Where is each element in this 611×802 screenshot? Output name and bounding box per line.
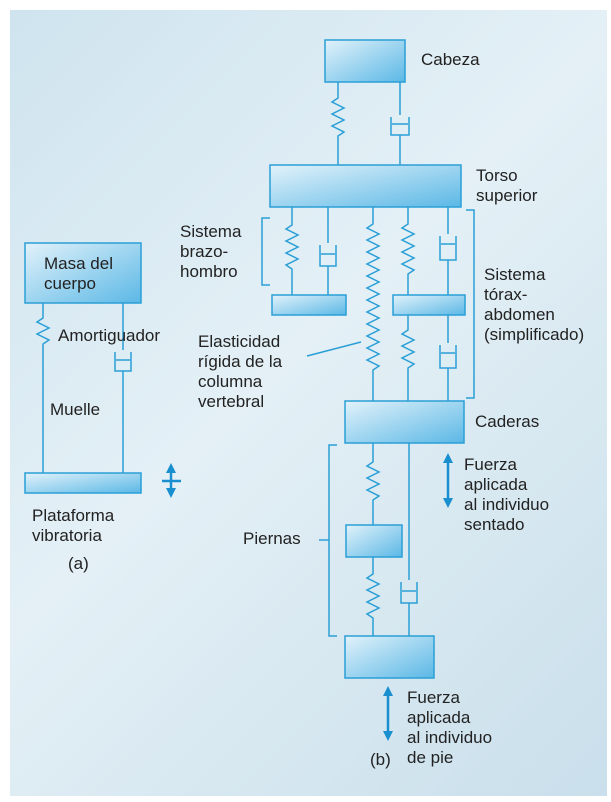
vibrating-platform — [24, 472, 142, 494]
arm-shoulder-bracket — [261, 217, 270, 286]
neck-spring — [330, 82, 346, 165]
body-mass-label: Masa del cuerpo — [44, 254, 113, 293]
vibration-arrow-a — [162, 463, 181, 498]
figure-a-label: (a) — [68, 554, 89, 573]
thorax-damper-upper — [439, 207, 457, 295]
hips-label: Caderas — [475, 412, 540, 431]
seated-force-label: Fuerza aplicada al individuo sentado — [464, 455, 550, 534]
lower-leg-damper — [400, 582, 418, 636]
arm-shoulder-label: Sistema brazo- hombro — [180, 222, 242, 281]
spine-spring — [365, 207, 381, 401]
feet-box — [344, 635, 435, 679]
head-label: Cabeza — [421, 50, 480, 69]
figure-b-label: (b) — [370, 750, 391, 769]
upper-torso-box — [269, 164, 462, 208]
figure-background — [10, 10, 607, 796]
upper-leg-spring — [365, 443, 381, 525]
thorax-abdomen-label: Sistema tórax- abdomen (simplificado) — [484, 265, 585, 344]
damper-a — [114, 303, 132, 473]
head-box — [324, 39, 406, 83]
spring-a — [35, 303, 51, 473]
thorax-spring-lower — [400, 315, 416, 401]
damper-label: Amortiguador — [58, 326, 161, 345]
arm-spring — [284, 207, 300, 295]
knee-box — [345, 524, 403, 558]
spring-label: Muelle — [50, 400, 101, 419]
legs-bracket — [328, 444, 337, 637]
thorax-damper-lower — [439, 315, 457, 401]
platform-label: Plataforma vibratoria — [32, 506, 115, 545]
spine-leader — [306, 341, 362, 357]
thorax-spring-upper — [400, 207, 416, 295]
lower-leg-spring — [365, 557, 381, 636]
thorax-abdomen-box — [392, 294, 466, 316]
upper-torso-label: Torso superior — [476, 166, 538, 205]
body-mass-box — [24, 242, 142, 304]
legs-label: Piernas — [243, 529, 301, 548]
thorax-abdomen-bracket — [466, 209, 475, 399]
standing-force-label: Fuerza aplicada al individuo de pie — [407, 688, 493, 767]
neck-damper — [390, 82, 410, 165]
arm-damper — [319, 207, 337, 295]
arm-shoulder-box — [271, 294, 347, 316]
hips-box — [344, 400, 465, 444]
spine-elasticity-label: Elasticidad rígida de la columna vertebr… — [198, 332, 283, 411]
